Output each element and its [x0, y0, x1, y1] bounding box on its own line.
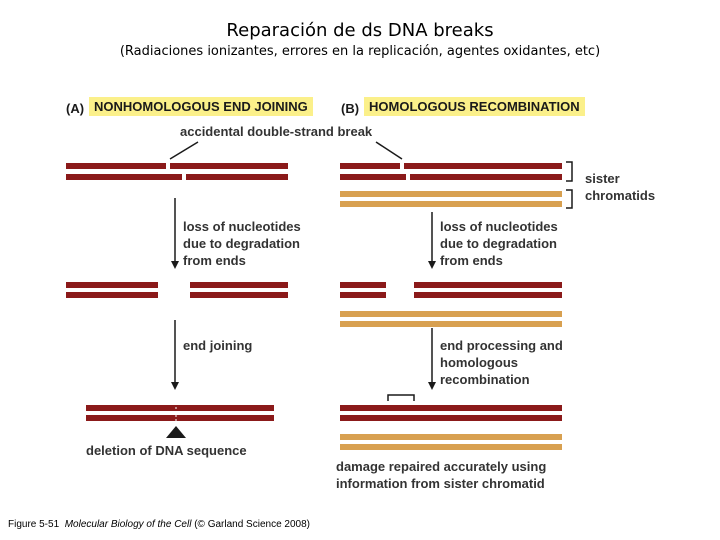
break-label: accidental double-strand break: [180, 124, 373, 139]
panel-a-joined-dna: [86, 403, 274, 423]
panel-b-broken-dna: [340, 163, 562, 180]
panel-a-title: NONHOMOLOGOUS END JOINING: [89, 97, 313, 116]
panel-b-step1-label: loss of nucleotides due to degradation f…: [440, 219, 558, 268]
panel-a-step2-label: end joining: [183, 338, 253, 353]
panel-b-break-pointer: [375, 141, 403, 160]
sister-chromatids-label: sister chromatids: [585, 171, 656, 203]
panel-b-letter: (B): [341, 101, 360, 116]
panel-b-title: HOMOLOGOUS RECOMBINATION: [364, 97, 585, 116]
panel-b-degraded-dna: [340, 282, 562, 327]
page-title: Reparación de ds DNA breaks: [226, 20, 494, 41]
caption-credit: (© Garland Science 2008): [194, 519, 310, 530]
panel-b-sister-chromatid: [340, 191, 562, 207]
panel-a-letter: (A): [66, 101, 85, 116]
panel-b-repaired-dna: [340, 394, 562, 450]
repair-result-label: damage repaired accurately using informa…: [336, 459, 547, 491]
deletion-label: deletion of DNA sequence: [86, 443, 247, 458]
caption-figure: Figure 5-51: [8, 519, 60, 530]
panel-b-step2-label: end processing and homologous recombinat…: [440, 338, 563, 387]
figure-caption: Figure 5-51 Molecular Biology of the Cel…: [8, 519, 310, 530]
page-subtitle: (Radiaciones ionizantes, errores en la r…: [119, 44, 601, 59]
panel-a-broken-dna: [66, 163, 288, 180]
deletion-marker-icon: [166, 426, 186, 438]
panel-a-step1-label: loss of nucleotides due to degradation f…: [183, 219, 301, 268]
caption-book: Molecular Biology of the Cell: [64, 519, 192, 530]
sister-chromatids-bracket: [566, 161, 573, 209]
panel-a-break-pointer: [169, 141, 199, 160]
panel-a-degraded-dna: [66, 282, 288, 298]
